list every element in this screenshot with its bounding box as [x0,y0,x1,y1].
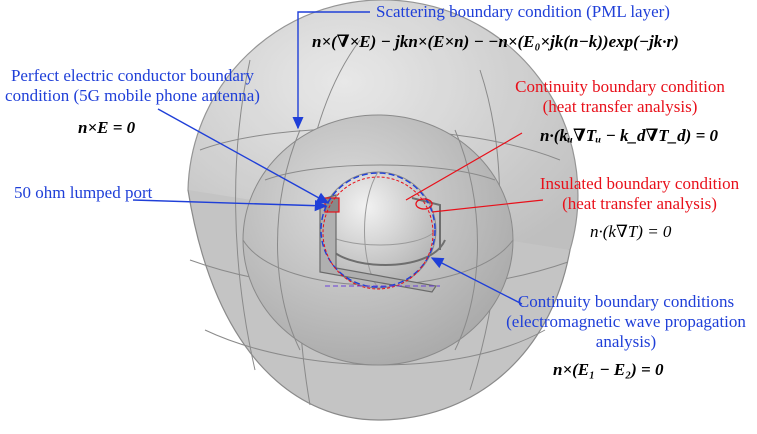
continuity-em-equation: n×(E₁ − E₂) = 0 [553,360,663,380]
insulated-line2: (heat transfer analysis) [522,194,757,214]
insulated-equation: n·(k∇T) = 0 [590,222,671,242]
continuity-heat-line2: (heat transfer analysis) [500,97,740,117]
insulated-line1: Insulated boundary condition [522,174,757,194]
continuity-em-line1: Continuity boundary conditions [495,292,757,312]
continuity-heat-equation: n·(kᵤ∇Tᵤ − k_d∇T_d) = 0 [540,126,718,146]
continuity-em-line3: analysis) [495,332,757,352]
pec-boundary-label: Perfect electric conductor boundary cond… [0,66,265,106]
continuity-heat-line1: Continuity boundary condition [500,77,740,97]
continuity-em-label: Continuity boundary conditions (electrom… [495,292,757,352]
continuity-em-line2: (electromagnetic wave propagation [495,312,757,332]
pec-equation: n×E = 0 [78,118,135,138]
continuity-heat-label: Continuity boundary condition (heat tran… [500,77,740,117]
lumped-port-label: 50 ohm lumped port [14,183,152,203]
insulated-boundary-label: Insulated boundary condition (heat trans… [522,174,757,214]
scattering-equation: n×(∇×E) − jkn×(E×n) − −n×(E₀×jk(n−k))exp… [312,32,679,52]
scattering-boundary-label: Scattering boundary condition (PML layer… [376,2,670,22]
pec-label-line1: Perfect electric conductor boundary [0,66,265,86]
pec-label-line2: condition (5G mobile phone antenna) [0,86,265,106]
